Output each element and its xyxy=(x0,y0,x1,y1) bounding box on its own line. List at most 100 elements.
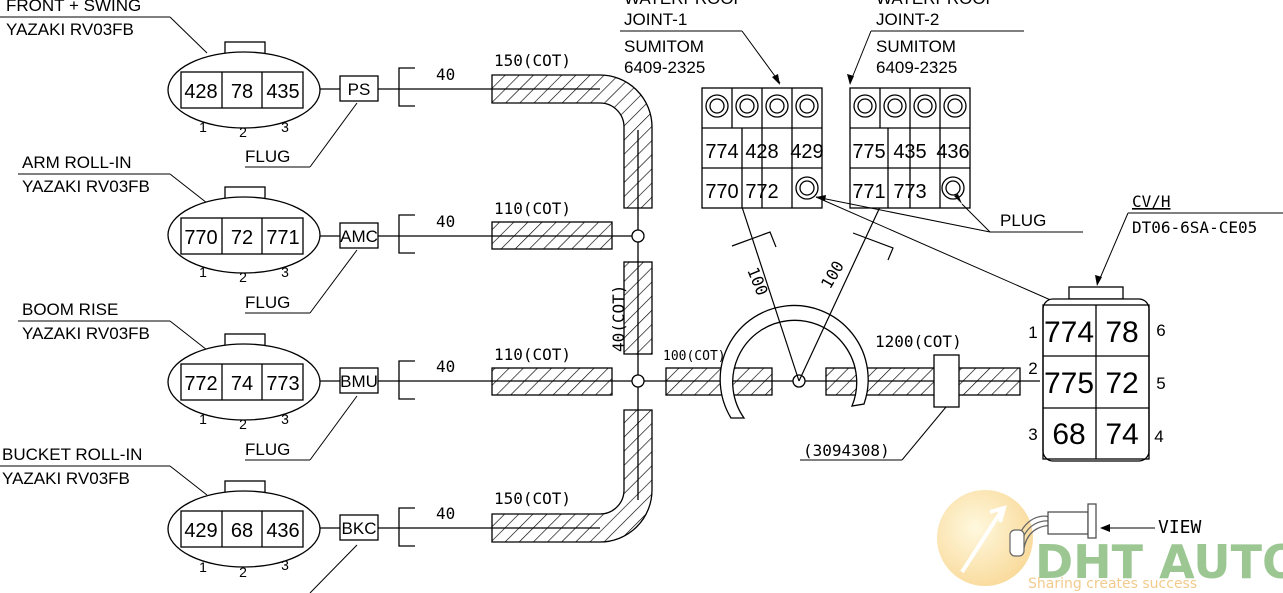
pin-label: 74 xyxy=(1105,418,1138,451)
splice-loop xyxy=(719,304,869,419)
pin-number: 6 xyxy=(1156,321,1165,340)
pin-label: 68 xyxy=(1052,418,1085,451)
watermark: DHT AUTO Sharing creates success xyxy=(937,490,1283,592)
waterproof-joint-2: WATERPROOF JOINT-2 SUMITOM 6409-2325 775… xyxy=(847,0,1024,209)
view-inset: VIEW xyxy=(1009,503,1202,557)
length-label: 40(COT) xyxy=(609,285,628,352)
length-label: 110(COT) xyxy=(494,199,571,218)
pin-number: 1 xyxy=(199,411,207,427)
pin-label: 772 xyxy=(184,373,217,395)
plug-label: FLUG xyxy=(245,293,290,312)
pin-number: 1 xyxy=(1028,323,1037,342)
pin-number: 1 xyxy=(199,559,207,575)
pin-label: 78 xyxy=(1105,316,1138,349)
pin-number: 3 xyxy=(281,264,289,280)
connector-arm-roll-in: ARM ROLL-IN YAZAKI RV03FB 770 72 771 1 2… xyxy=(18,153,399,314)
connector-part: YAZAKI RV03FB xyxy=(2,469,130,488)
length-label: 40 xyxy=(436,65,455,84)
clamp-part-label: (3094308) xyxy=(803,441,890,460)
pin-number: 2 xyxy=(1028,359,1037,378)
clamp: (3094308) xyxy=(800,354,960,461)
pin-label: 78 xyxy=(231,81,253,103)
joint-title: JOINT-1 xyxy=(624,10,687,29)
pin-label: 72 xyxy=(231,227,253,249)
connector-name: FRONT + SWING xyxy=(6,0,141,15)
pin-label: 429 xyxy=(790,141,823,163)
pin-label: 772 xyxy=(745,181,778,203)
pin-number: 3 xyxy=(281,411,289,427)
pin-label: 436 xyxy=(936,141,969,163)
connector-name: BOOM RISE xyxy=(22,300,118,319)
pin-number: 1 xyxy=(199,119,207,135)
pin-label: 428 xyxy=(184,81,217,103)
branch-length-label: 100 xyxy=(743,264,771,298)
connector-part: YAZAKI RV03FB xyxy=(6,20,134,39)
pin-label: 774 xyxy=(1044,316,1094,349)
connector-name: BUCKET ROLL-IN xyxy=(2,445,142,464)
length-label: 110(COT) xyxy=(494,345,571,364)
pin-number: 1 xyxy=(199,264,207,280)
connector-tag-box xyxy=(339,367,379,394)
length-label: 40 xyxy=(436,212,455,231)
joint-branches: 100 100 xyxy=(731,206,894,382)
connector-part: YAZAKI RV03FB xyxy=(22,177,150,196)
cvh-part: DT06-6SA-CE05 xyxy=(1132,218,1257,237)
joint-part: SUMITOM xyxy=(876,37,956,56)
joint-part: 6409-2325 xyxy=(876,58,957,77)
pin-number: 3 xyxy=(281,119,289,135)
watermark-arrow-icon xyxy=(960,505,1007,574)
pin-number: 2 xyxy=(239,416,247,432)
connector-tag: PS xyxy=(348,80,371,99)
pin-label: 435 xyxy=(266,81,299,103)
pin-number: 2 xyxy=(239,269,247,285)
pin-number: 4 xyxy=(1154,427,1163,446)
pin-number: 3 xyxy=(1028,425,1037,444)
pin-label: 773 xyxy=(266,373,299,395)
connector-tag-box xyxy=(339,514,379,541)
pin-label: 774 xyxy=(705,141,738,163)
length-label: 1200(COT) xyxy=(875,332,962,351)
pin-number: 5 xyxy=(1156,374,1165,393)
pin-label: 435 xyxy=(893,141,926,163)
connector-bucket-roll-in: BUCKET ROLL-IN YAZAKI RV03FB 429 68 436 … xyxy=(0,445,399,593)
cot-sleeves xyxy=(491,74,1021,543)
pin-label: 771 xyxy=(266,227,299,249)
cvh-title: CV/H xyxy=(1132,192,1171,211)
pin-label: 771 xyxy=(852,181,885,203)
connector-boom-rise: BOOM RISE YAZAKI RV03FB 772 74 773 1 2 3… xyxy=(18,300,399,461)
plug-label: FLUG xyxy=(245,147,290,166)
pin-label: 74 xyxy=(231,373,253,395)
joint-title: WATERPROOF xyxy=(624,0,744,8)
pin-label: 428 xyxy=(745,141,778,163)
length-label: 40 xyxy=(436,504,455,523)
plug-label: FLUG xyxy=(245,440,290,459)
pin-label: 775 xyxy=(852,141,885,163)
waterproof-joint-1: WATERPROOF JOINT-1 SUMITOM 6409-2325 774… xyxy=(620,0,824,209)
pin-number: 2 xyxy=(239,564,247,580)
length-labels: 40 40 40 40 150(COT) 110(COT) 110(COT) 1… xyxy=(436,51,962,523)
length-label: 100(COT) xyxy=(663,349,726,364)
connector-name: ARM ROLL-IN xyxy=(22,153,132,172)
length-label: 150(COT) xyxy=(494,489,571,508)
pin-label: 72 xyxy=(1105,367,1138,400)
view-label: VIEW xyxy=(1158,517,1202,538)
watermark-slogan: Sharing creates success xyxy=(1028,576,1197,592)
watermark-brand: DHT AUTO xyxy=(1035,535,1283,589)
joint-part: 6409-2325 xyxy=(624,58,705,77)
pin-number: 2 xyxy=(239,124,247,140)
length-label: 150(COT) xyxy=(494,51,571,70)
plug-label: PLUG xyxy=(1000,211,1046,230)
junction-points xyxy=(631,229,806,388)
connector-tag: BMU xyxy=(340,372,378,391)
joint-part: SUMITOM xyxy=(624,37,704,56)
cvh-connector: CV/H DT06-6SA-CE05 774 78 775 72 68 74 1… xyxy=(1028,192,1283,462)
length-label: 40 xyxy=(436,357,455,376)
joint-plug-callout: PLUG xyxy=(815,194,1083,306)
connector-front-swing: FRONT + SWING YAZAKI RV03FB 428 78 435 1… xyxy=(0,0,399,168)
pin-label: 68 xyxy=(231,520,253,542)
pin-label: 773 xyxy=(893,181,926,203)
joint-title: WATERPROOF xyxy=(876,0,996,8)
pin-label: 429 xyxy=(184,520,217,542)
joint-title: JOINT-2 xyxy=(876,10,939,29)
